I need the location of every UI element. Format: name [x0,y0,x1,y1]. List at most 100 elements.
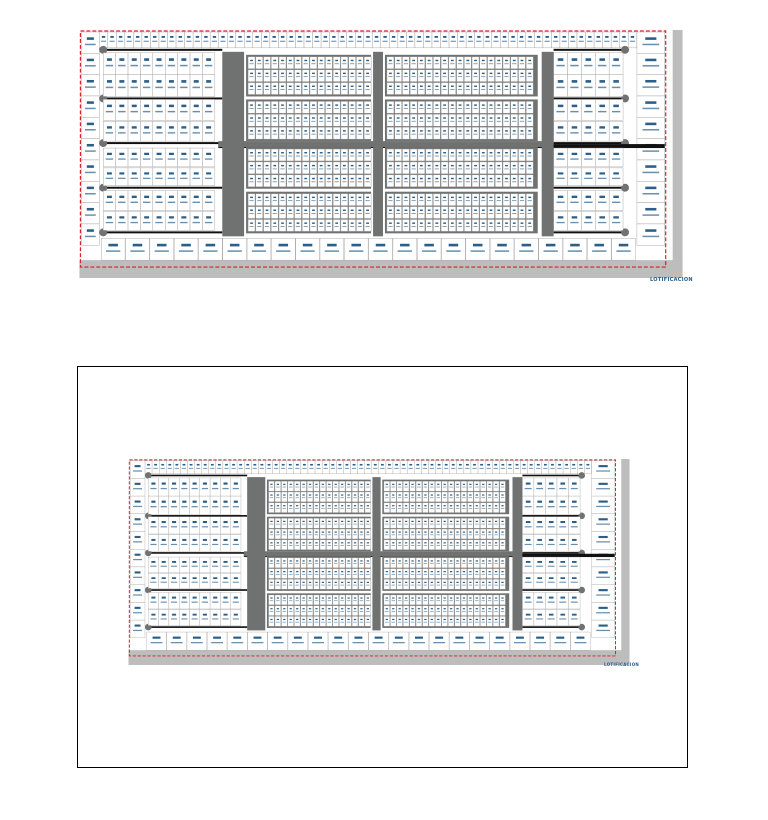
lot-area-mark [496,63,501,65]
lot-central [403,481,410,492]
lot-area-mark [295,534,299,536]
lot-central [456,69,464,82]
lot-central [403,557,410,568]
lot-number-mark [645,207,657,211]
lot-central [464,69,472,82]
lot-parcel [230,556,242,573]
lot-number-mark [118,35,123,38]
lot-central [473,539,480,550]
lot-number-mark [119,216,125,219]
lot-parcel [345,557,352,568]
lot-area-mark [327,534,332,536]
lot-area-mark [410,486,415,488]
lot-number-mark [233,613,238,616]
lot-number-mark [341,542,344,544]
lot-area-mark [365,76,370,78]
lot-area-mark [301,508,306,509]
lot-number-mark [437,560,440,562]
lot-area-mark [544,40,550,42]
lot-number-mark [456,531,459,533]
lot-number-mark [315,531,318,533]
lot-area-mark [419,76,424,78]
lot-top-row [269,31,279,49]
lot-parcel [317,174,325,187]
lot-parcel [148,556,159,573]
street-line [522,626,582,628]
lot-number-mark [341,581,344,583]
lot-parcel [495,82,503,95]
lot-parcel [326,557,333,568]
lot-area-mark [160,565,167,567]
lot-parcel [471,69,480,82]
lot-central [383,518,390,529]
lot-parcel [499,481,506,492]
lot-parcel [268,491,275,503]
lot-parcel [167,31,177,49]
lot-area-mark [251,250,267,252]
lot-area-mark [488,181,494,183]
lot-number-mark [613,58,619,61]
lot-parcel [435,518,442,529]
lot-parcel [309,56,318,69]
lot-number-mark [302,243,313,247]
lot-left-block [189,573,200,589]
lot-central [448,114,456,127]
lot-number-mark [321,618,325,621]
lot-top-row [513,460,521,474]
lot-parcel [140,74,154,97]
lot-parcel [464,148,472,162]
lot-number-mark [156,216,162,219]
lot-area-mark [422,467,428,469]
lot-parcel [386,56,395,69]
lot-parcel [409,127,418,140]
lot-number-mark [525,521,531,524]
lot-number-mark [246,35,251,38]
lot-number-mark [537,482,542,485]
lot-area-mark [442,534,447,536]
lot-parcel [306,491,314,503]
lot-parcel [415,568,423,579]
lot-area-mark [212,526,219,528]
lot-central [425,101,433,114]
lot-area-mark [380,467,385,469]
lot-central [460,518,468,529]
lot-parcel [415,594,423,606]
lot-area-mark [84,86,96,88]
lot-number-mark [571,500,577,503]
lot-parcel [81,53,100,75]
lot-area-mark [411,133,416,135]
lot-parcel [417,161,426,175]
lot-area-mark [130,158,138,160]
lot-parcel [271,127,279,140]
lot-parcel [286,148,294,162]
lot-area-mark [301,621,306,623]
lot-area-mark [133,594,143,596]
lot-parcel [456,161,464,175]
lot-number-mark [389,85,392,87]
lot-area-mark [334,574,338,575]
lot-central [435,518,442,529]
lot-number-mark [366,483,370,485]
lot-number-mark [232,463,235,466]
lot-parcel [591,619,615,638]
lot-area-mark [272,226,277,227]
lot-area-mark [559,506,567,508]
lot-number-mark [411,505,414,507]
lot-number-mark [622,35,626,38]
lot-right-column [636,31,665,54]
lot-area-mark [204,201,213,204]
lot-area-mark [280,200,285,202]
lot-parcel [480,491,487,503]
lot-top-row [258,460,266,474]
lot-area-mark [496,107,501,109]
lot-parcel [484,460,493,474]
lot-left-block [220,516,231,535]
lot-parcel [448,481,455,492]
lot-area-mark [212,543,219,546]
lot-area-mark [232,601,239,603]
lot-area-mark [366,621,370,623]
lot-parcel [480,528,487,540]
lot-left-block [189,516,200,535]
lot-central [351,594,359,606]
lot-area-mark [391,574,395,575]
